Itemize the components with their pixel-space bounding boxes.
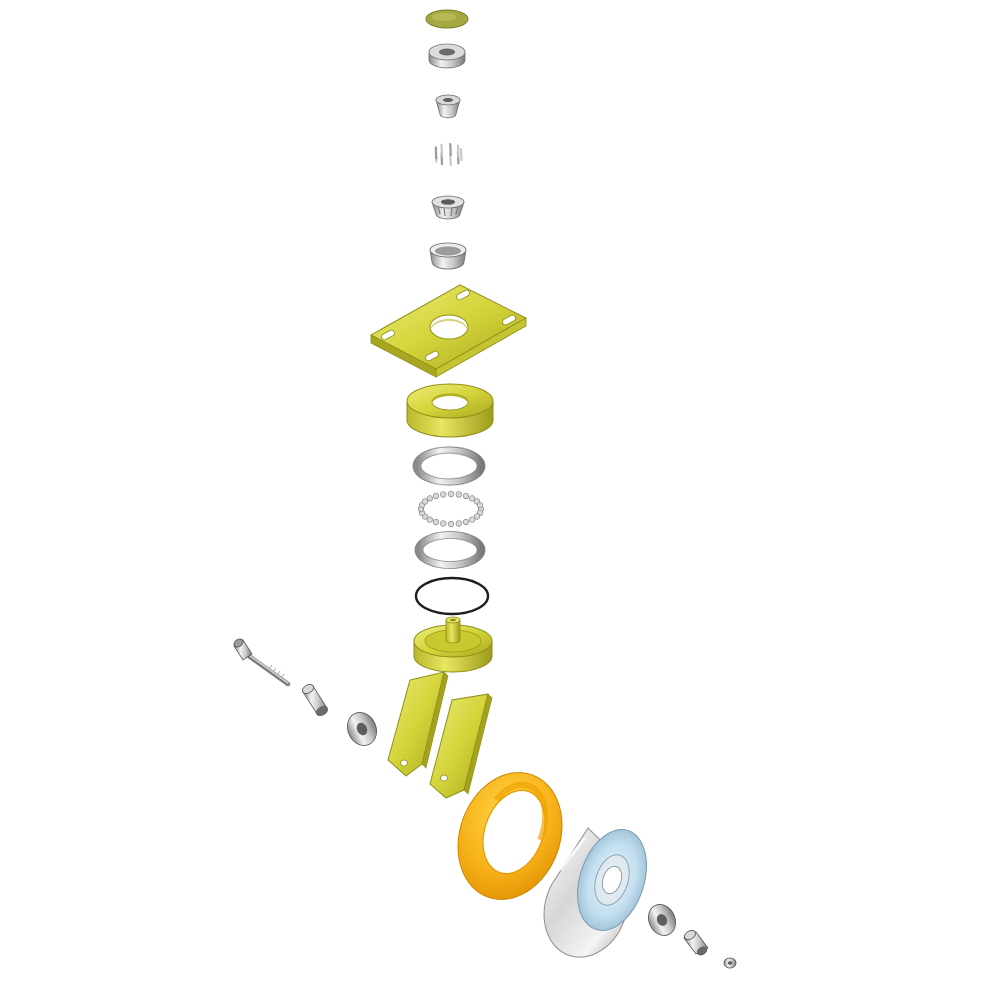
bearing-ball: [455, 520, 462, 527]
bearing-cup: [429, 242, 467, 270]
bearing-ball: [440, 491, 447, 498]
axle-bolt: [233, 638, 291, 687]
roller-needle: [434, 146, 438, 160]
bearing-ball: [476, 502, 484, 509]
bearing-ball: [462, 492, 470, 500]
bearing-ball: [473, 513, 481, 520]
bearing-ball: [432, 492, 440, 500]
bearing-ball: [469, 495, 476, 502]
spacer-washer-left: [347, 712, 377, 746]
roller-needle: [456, 144, 460, 158]
roller-needle: [440, 143, 444, 157]
ball-set: [417, 490, 485, 528]
swivel-base: [413, 616, 493, 673]
bearing-ball: [432, 518, 440, 526]
spacer-bushing-left: [302, 684, 328, 716]
thrust-washer-upper: [412, 446, 486, 486]
bearing-ball: [440, 520, 447, 527]
bearing-cone-lower: [431, 195, 465, 220]
spacer-bushing-right: [683, 930, 709, 956]
fork-leg-left: [387, 671, 449, 777]
roller-cage: [434, 142, 463, 167]
bearing-ball: [455, 491, 462, 498]
wheel-tread: [457, 772, 563, 900]
bearing-ball: [462, 518, 470, 526]
dust-cap: [425, 9, 469, 29]
axle-nut: [723, 957, 737, 969]
top-plate: [369, 284, 528, 378]
roller-needle: [449, 142, 452, 157]
bearing-cone-upper: [435, 94, 461, 119]
fork-leg-right: [429, 693, 493, 799]
bearing-ball: [447, 490, 455, 498]
bearing-ball: [469, 516, 476, 523]
roller-needle: [459, 147, 463, 162]
bearing-ball: [426, 495, 433, 502]
bearing-ball: [421, 498, 429, 505]
bearing-ball: [426, 516, 433, 523]
seal-ring: [414, 576, 490, 616]
wheel-hub: [543, 827, 647, 958]
swivel-raceway: [406, 383, 494, 438]
thrust-washer-lower: [414, 531, 486, 569]
spacer-washer-right: [648, 904, 676, 936]
top-nut: [428, 43, 466, 69]
bearing-ball: [447, 520, 455, 528]
